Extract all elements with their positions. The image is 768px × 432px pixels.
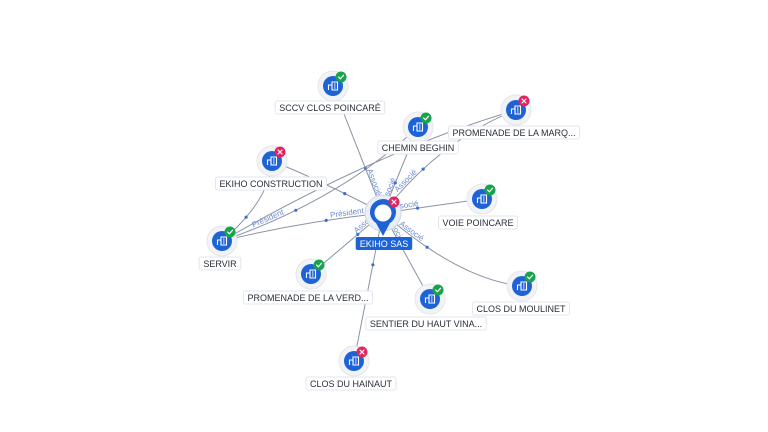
status-ok-icon [420,112,432,124]
status-ok-icon [313,259,325,271]
node-label: SCCV CLOS POINCARÉ [279,103,381,113]
edge-arrow [343,192,347,196]
node-label-box [438,215,518,230]
status-ok-icon [484,184,496,196]
building-icon [476,194,488,204]
building-icon [348,356,360,366]
status-ok-icon [335,71,347,83]
node-moulinet[interactable]: CLOS DU MOULINET [472,270,570,316]
node-voie[interactable]: VOIE POINCARE [438,183,518,230]
building-icon [377,208,389,218]
node-label-box [198,256,242,271]
node-label-box [448,125,580,140]
edge-arrow [416,206,420,210]
node-label: VOIE POINCARE [442,218,513,228]
building-icon [216,236,228,246]
node-label-box [472,301,570,316]
status-ko-icon [388,196,400,208]
node-sentier[interactable]: SENTIER DU HAUT VINA... [365,283,487,331]
edge-label: Président [251,207,286,229]
node-label: CHEMIN BEGHIN [382,143,455,153]
node-label: SERVIR [203,259,237,269]
node-label-box [243,290,373,305]
edge-arrow [356,232,360,236]
node-label: CLOS DU MOULINET [476,304,566,314]
building-icon [327,81,339,91]
node-promarq[interactable]: PROMENADE DE LA MARQ... [448,94,580,140]
edge-arrow [294,208,298,212]
node-label-box [365,316,487,331]
node-hainaut[interactable]: CLOS DU HAINAUT [305,345,397,391]
node-label: EKIHO CONSTRUCTION [219,179,322,189]
building-icon [412,122,424,132]
center-node[interactable]: EKIHO SAS [355,194,413,250]
node-construction[interactable]: EKIHO CONSTRUCTION [215,145,327,191]
edge-arrow [421,167,425,171]
edge-arrow [393,181,397,185]
node-proverd[interactable]: PROMENADE DE LA VERD... [243,258,373,305]
status-ok-icon [524,271,536,283]
edge-arrow [371,263,375,267]
center-icon-bg [374,204,392,222]
building-icon [516,281,528,291]
node-label: PROMENADE DE LA MARQ... [452,128,575,138]
node-servir[interactable]: SERVIR [198,225,242,271]
node-label-box [377,140,459,155]
node-chemin[interactable]: CHEMIN BEGHIN [377,111,459,155]
building-icon [305,269,317,279]
edge-label: Associé [365,168,384,198]
node-label-box [215,176,327,191]
status-ko-icon [356,346,368,358]
center-label: EKIHO SAS [360,239,409,249]
node-label-box [305,376,397,391]
edge-arrow [244,215,248,219]
node-label: CLOS DU HAINAUT [310,379,393,389]
building-icon [424,294,436,304]
edge-arrow [324,218,328,222]
status-ko-icon [274,146,286,158]
status-ok-icon [224,226,236,238]
building-icon [510,105,522,115]
node-label-box [274,100,386,115]
node-label: PROMENADE DE LA VERD... [247,293,368,303]
node-label: SENTIER DU HAUT VINA... [370,319,482,329]
node-sccv[interactable]: SCCV CLOS POINCARÉ [274,70,386,115]
edge-arrow [425,245,429,249]
status-ok-icon [432,284,444,296]
status-ko-icon [518,95,530,107]
edge-center-servir: Président [221,206,384,242]
center-label-box [355,237,413,250]
building-icon [266,156,278,166]
